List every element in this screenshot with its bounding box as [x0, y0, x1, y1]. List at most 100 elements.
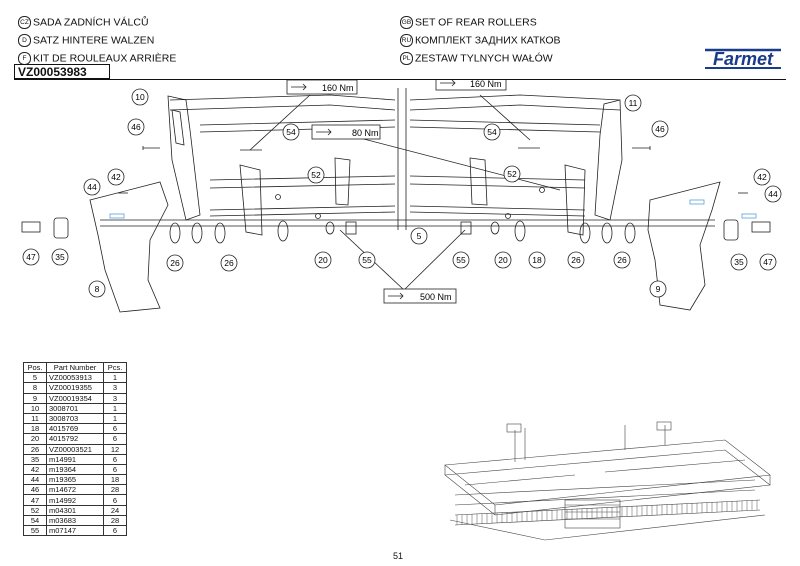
wrench-icon: [291, 83, 307, 91]
part-number-cell: m07147: [46, 524, 104, 537]
callout: 46: [651, 120, 669, 138]
svg-text:80 Nm: 80 Nm: [352, 128, 379, 138]
callout: 44: [764, 185, 782, 203]
callout-number: 54: [487, 127, 497, 137]
machine-overview-drawing: [444, 421, 771, 541]
callout: 55: [452, 251, 470, 269]
pos-cell: 55: [23, 524, 47, 537]
title-d-text: SATZ HINTERE WALZEN: [33, 34, 155, 47]
callout-number: 26: [170, 258, 180, 268]
part-number-cell: VZ00019355: [46, 382, 104, 394]
part-number-cell: m14991: [46, 453, 104, 465]
pcs-cell: 1: [103, 402, 127, 414]
callout: 9: [649, 280, 667, 298]
pos-cell: 10: [23, 402, 47, 414]
callout-number: 35: [55, 252, 65, 262]
pcs-cell: 3: [103, 392, 127, 404]
callout: 42: [753, 168, 771, 186]
callout-number: 20: [318, 255, 328, 265]
pos-cell: 35: [23, 453, 47, 465]
logo-text: Farmet: [713, 49, 774, 69]
callout: 18: [528, 251, 546, 269]
callout-number: 18: [532, 255, 542, 265]
callout-number: 26: [224, 258, 234, 268]
pcs-cell: 6: [103, 423, 127, 435]
callout: 11: [624, 94, 642, 112]
farmet-logo: Farmet: [705, 48, 781, 69]
callout: 42: [107, 168, 125, 186]
callout: 46: [127, 118, 145, 136]
part-number-cell: 4015792: [46, 433, 104, 445]
callout-number: 55: [362, 255, 372, 265]
part-number-cell: m03683: [46, 514, 104, 527]
callout: 26: [613, 251, 631, 269]
svg-text:160 Nm: 160 Nm: [322, 83, 354, 93]
part-number-cell: m19365: [46, 474, 104, 486]
part-number-cell: m14672: [46, 484, 104, 496]
torque-label: 160 Nm: [435, 80, 507, 91]
part-number-cell: m14992: [46, 494, 104, 506]
callout-number: 42: [111, 172, 121, 182]
callout-number: 26: [617, 255, 627, 265]
callout-number: 46: [131, 122, 141, 132]
callout: 54: [282, 123, 300, 141]
torque-label: 160 Nm: [286, 80, 358, 95]
title-cz-text: SADA ZADNÍCH VÁLCŮ: [33, 16, 149, 29]
col-pcs: Pcs.: [103, 361, 127, 374]
callout: 26: [220, 254, 238, 272]
callout: 47: [22, 248, 40, 266]
pos-cell: 11: [23, 412, 47, 425]
wrench-icon: [440, 80, 456, 87]
callout-number: 47: [26, 252, 36, 262]
pcs-cell: 28: [103, 484, 127, 496]
pos-cell: 8: [23, 382, 47, 394]
callout-number: 52: [311, 170, 321, 180]
pcs-cell: 1: [103, 372, 127, 384]
pcs-cell: 12: [103, 443, 127, 455]
pos-cell: 9: [23, 392, 47, 404]
callout-number: 47: [763, 257, 773, 267]
callout-number: 44: [87, 182, 97, 192]
callout: 20: [494, 251, 512, 269]
pcs-cell: 6: [103, 463, 127, 476]
lang-code-icon: CZ: [18, 16, 31, 29]
callout: 35: [730, 253, 748, 271]
callout-number: 52: [507, 169, 517, 179]
part-number-cell: m19364: [46, 463, 104, 476]
callout: 55: [358, 251, 376, 269]
pos-cell: 42: [23, 463, 47, 476]
part-number-cell: 3008701: [46, 402, 104, 414]
callout-number: 10: [135, 92, 145, 102]
callout-number: 11: [629, 98, 638, 108]
callout: 52: [503, 165, 521, 183]
callout-number: 42: [757, 172, 767, 182]
callout-number: 44: [768, 189, 778, 199]
callout-number: 8: [95, 284, 100, 294]
part-number-cell: 4015769: [46, 423, 104, 435]
part-number-cell: VZ00053913: [46, 372, 104, 384]
pcs-cell: 18: [103, 474, 127, 486]
part-number-cell: VZ00003521: [46, 443, 104, 455]
lang-code-icon: GB: [400, 16, 413, 29]
lang-code-icon: D: [18, 34, 31, 47]
part-number-cell: VZ00019354: [46, 392, 104, 404]
